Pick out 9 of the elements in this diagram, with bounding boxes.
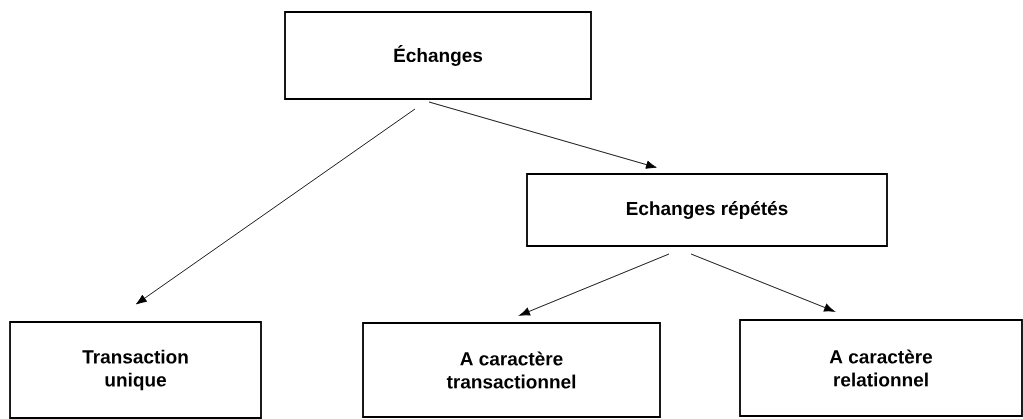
box: Transaction unique (9, 321, 262, 419)
box: A caractère transactionnel (362, 322, 661, 418)
box: Échanges (284, 11, 592, 100)
box: Echanges répétés (526, 173, 888, 247)
arrow (136, 108, 416, 305)
arrow (690, 253, 835, 312)
arrow (428, 101, 657, 169)
box: A caractère relationnel (739, 319, 1023, 417)
arrow (519, 253, 670, 316)
